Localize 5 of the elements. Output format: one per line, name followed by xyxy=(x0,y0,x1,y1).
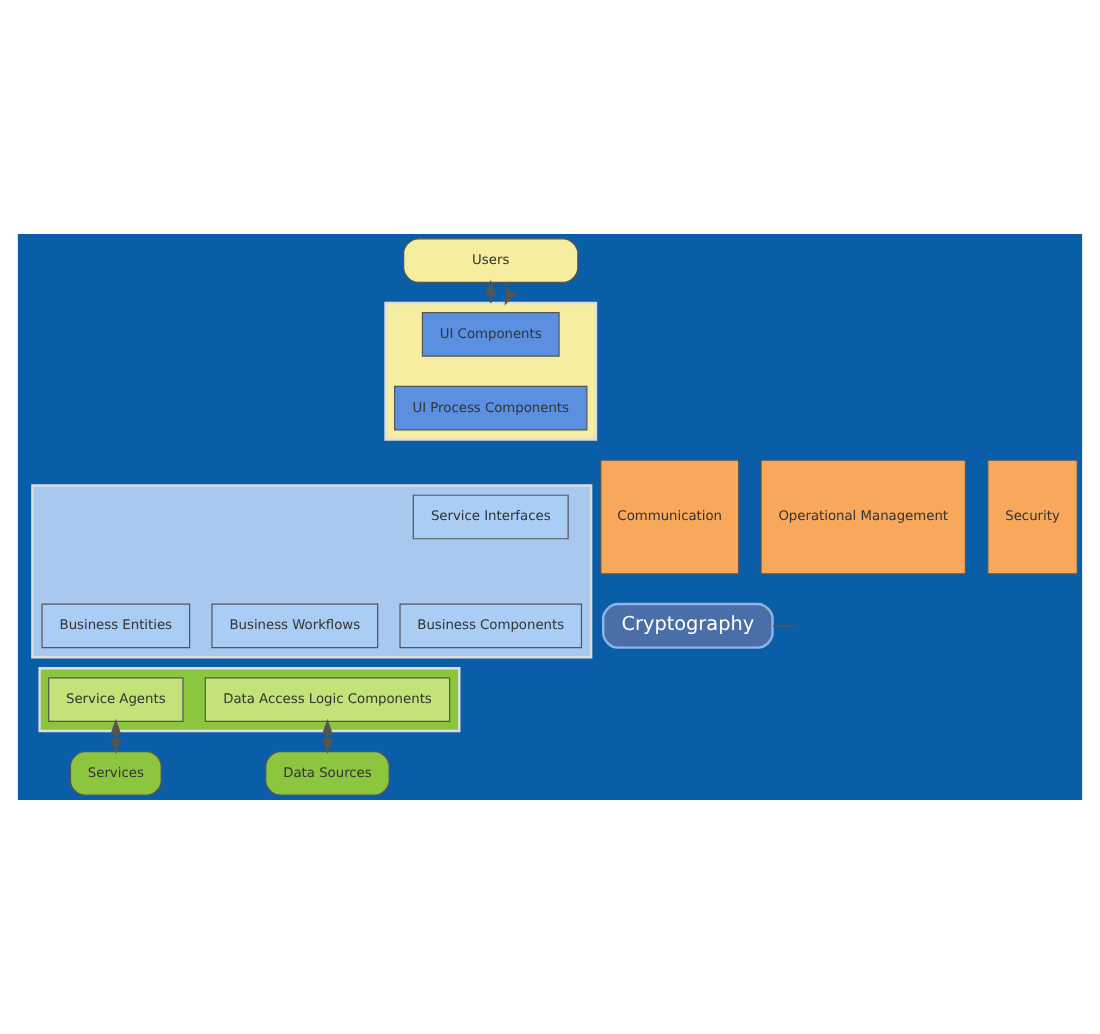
cluster xyxy=(384,301,598,441)
cluster xyxy=(31,484,593,659)
arrow xyxy=(485,279,497,304)
connector xyxy=(772,624,795,627)
node-box: Cryptography xyxy=(602,602,774,649)
